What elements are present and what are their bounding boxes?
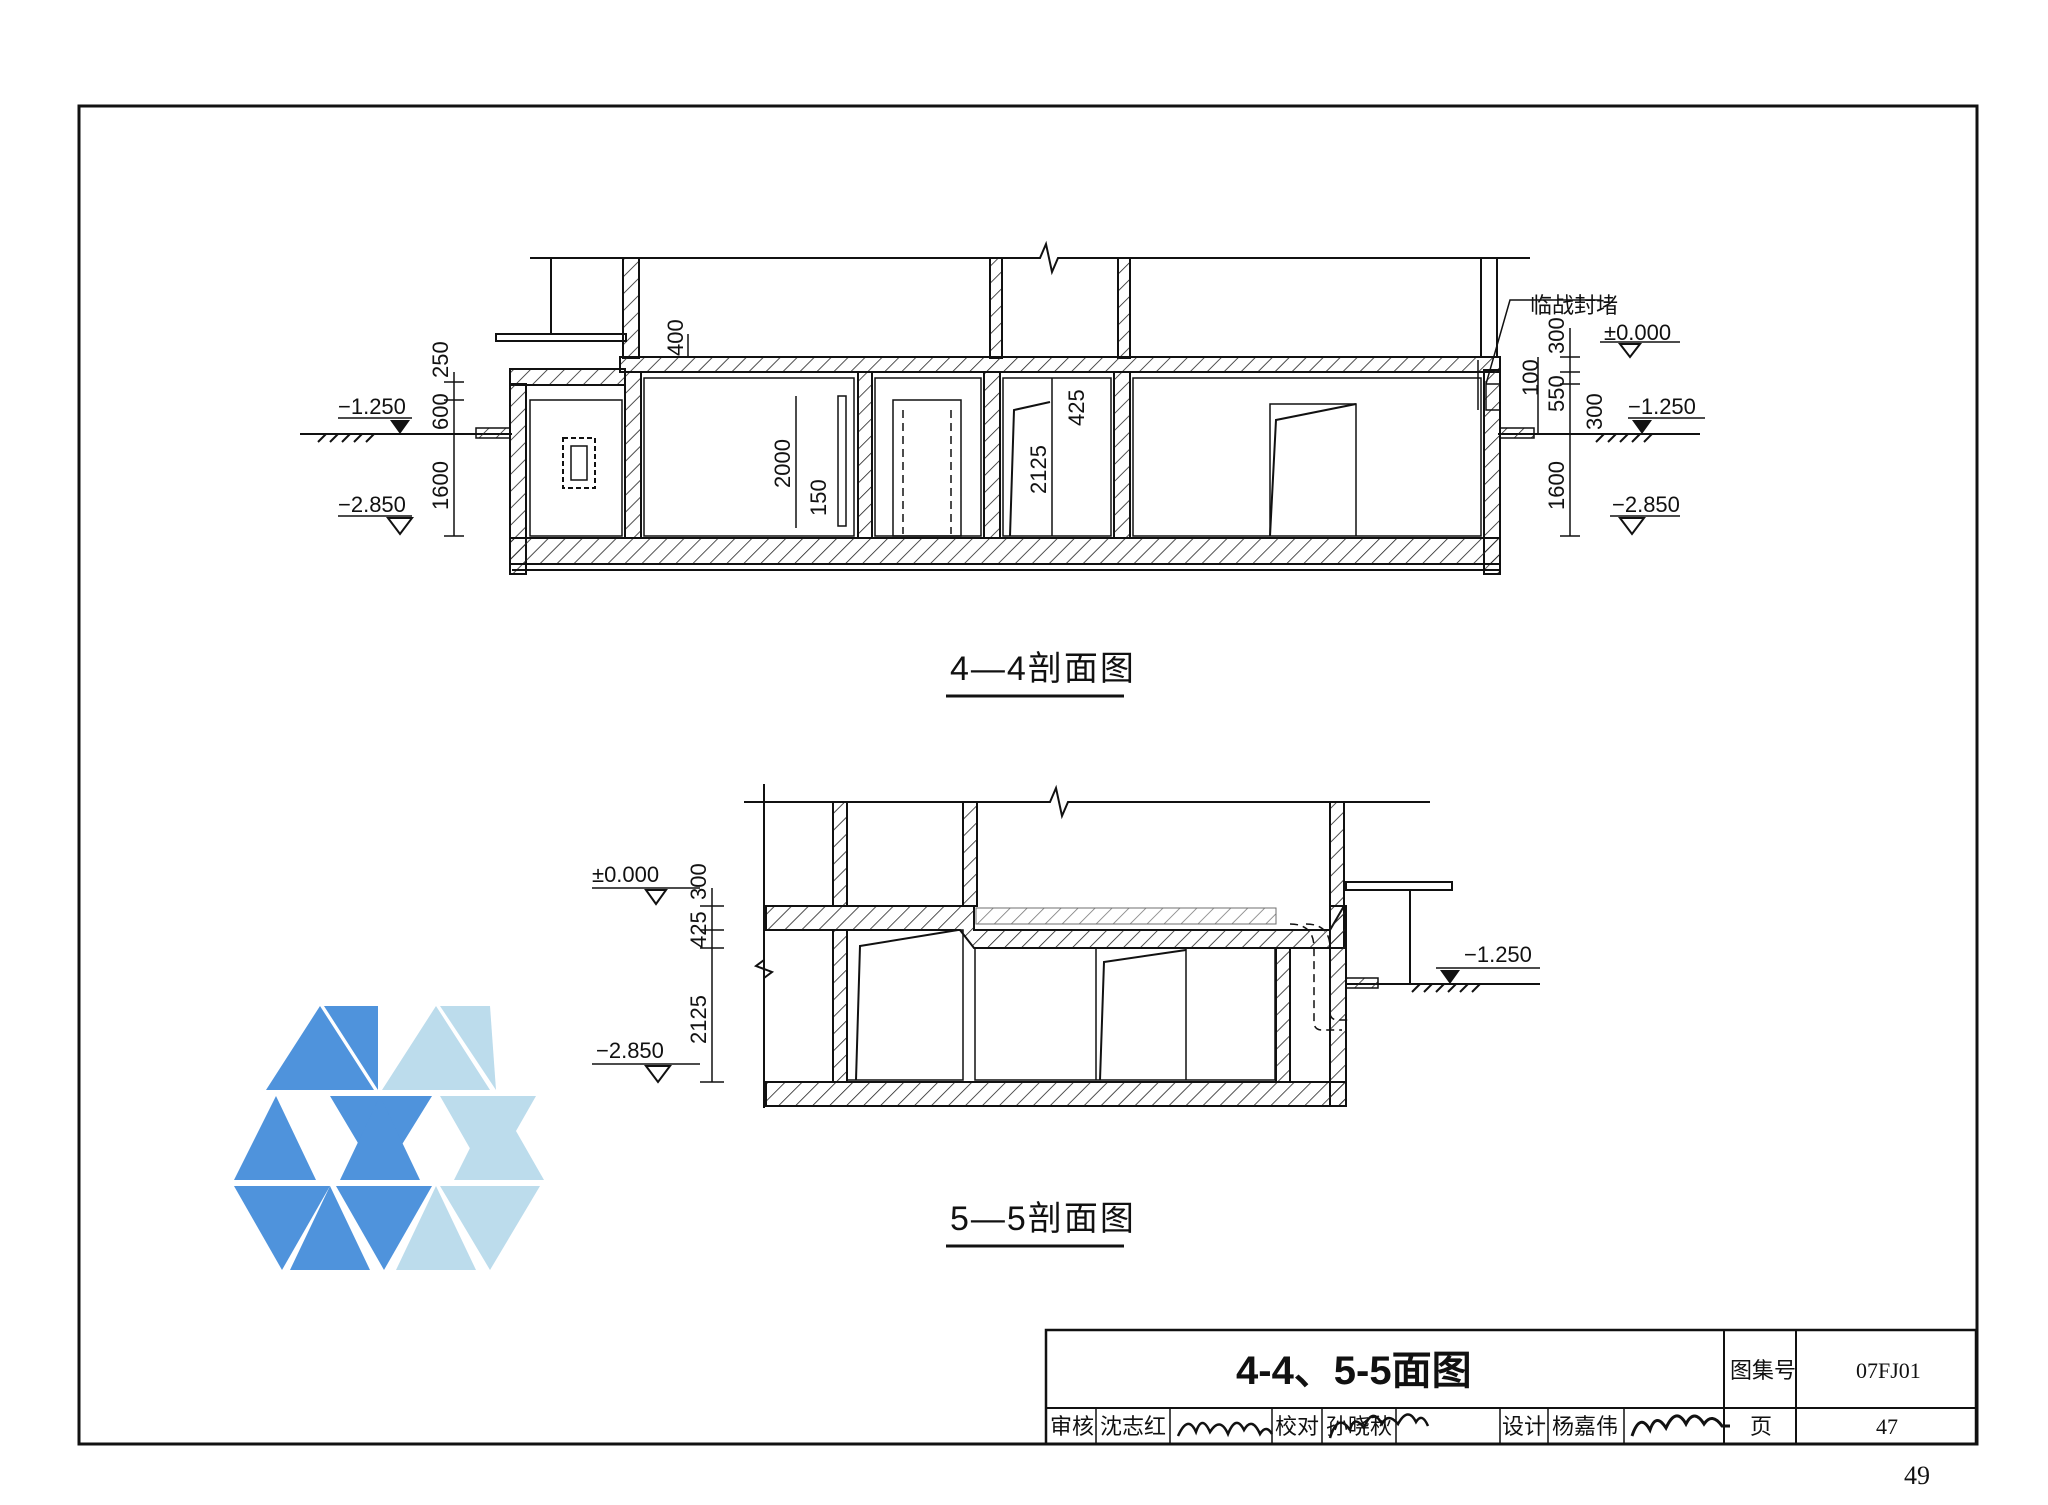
dim-inner-150: 150 [806, 479, 831, 516]
level-floor-5-5: −2.850 [596, 1038, 664, 1063]
dim-left-600: 600 [428, 393, 453, 430]
page-number-tb: 47 [1876, 1414, 1898, 1439]
level-floor-right-4-4: −2.850 [1612, 492, 1680, 517]
title-block [1044, 1328, 1978, 1446]
note-blocking: 临战封堵 [1530, 293, 1618, 318]
dim-inner-2000: 2000 [770, 439, 795, 488]
design-label: 设计 [1502, 1414, 1546, 1439]
section-5-5-drawing [592, 784, 1540, 1108]
level-floor-left-4-4: −2.850 [338, 492, 406, 517]
level-zero-4-4: ±0.000 [1604, 320, 1671, 345]
designer-name: 杨嘉伟 [1552, 1414, 1618, 1439]
sheet-page-number: 49 [1904, 1461, 1930, 1490]
reviewer-name: 沈志红 [1100, 1414, 1166, 1439]
dim-right-1600: 1600 [1544, 461, 1569, 510]
dim-left-1600: 1600 [428, 461, 453, 510]
dim-5-5-300: 300 [686, 863, 711, 900]
section-4-4-drawing [300, 240, 1705, 575]
designer-signature [1630, 1414, 1730, 1437]
dim-5-5-425: 425 [686, 911, 711, 948]
level-ground-left-4-4: −1.250 [338, 394, 406, 419]
atlas-number: 07FJ01 [1856, 1358, 1921, 1383]
checker-signature [1328, 1413, 1430, 1439]
checker-name: 孙晓秋 [1326, 1414, 1392, 1439]
page-label: 页 [1750, 1414, 1772, 1439]
sheet-frame [77, 104, 1979, 1446]
dim-inner-2125: 2125 [1026, 445, 1051, 494]
caption-5-5: 5—5剖面图 [950, 1200, 1136, 1238]
atlas-label: 图集号 [1730, 1358, 1796, 1383]
dim-right-550: 550 [1544, 375, 1569, 412]
dim-left-250: 250 [428, 341, 453, 378]
drawing-title: 4-4、5-5面图 [1236, 1349, 1472, 1393]
caption-4-4: 4—4剖面图 [950, 650, 1136, 688]
reviewer-signature [1176, 1421, 1274, 1438]
dim-right-100: 100 [1518, 359, 1543, 396]
check-label: 校对 [1275, 1414, 1319, 1439]
review-label: 审核 [1050, 1414, 1094, 1439]
level-ground-5-5: −1.250 [1464, 942, 1532, 967]
dim-top-400: 400 [663, 319, 688, 356]
level-ground-right-4-4: −1.250 [1628, 394, 1696, 419]
dim-inner-425: 425 [1064, 389, 1089, 426]
dim-right-300b: 300 [1582, 393, 1607, 430]
dim-right-300a: 300 [1544, 317, 1569, 354]
triangle-logo [234, 1006, 544, 1270]
level-zero-5-5: ±0.000 [592, 862, 659, 887]
dim-5-5-2125: 2125 [686, 995, 711, 1044]
